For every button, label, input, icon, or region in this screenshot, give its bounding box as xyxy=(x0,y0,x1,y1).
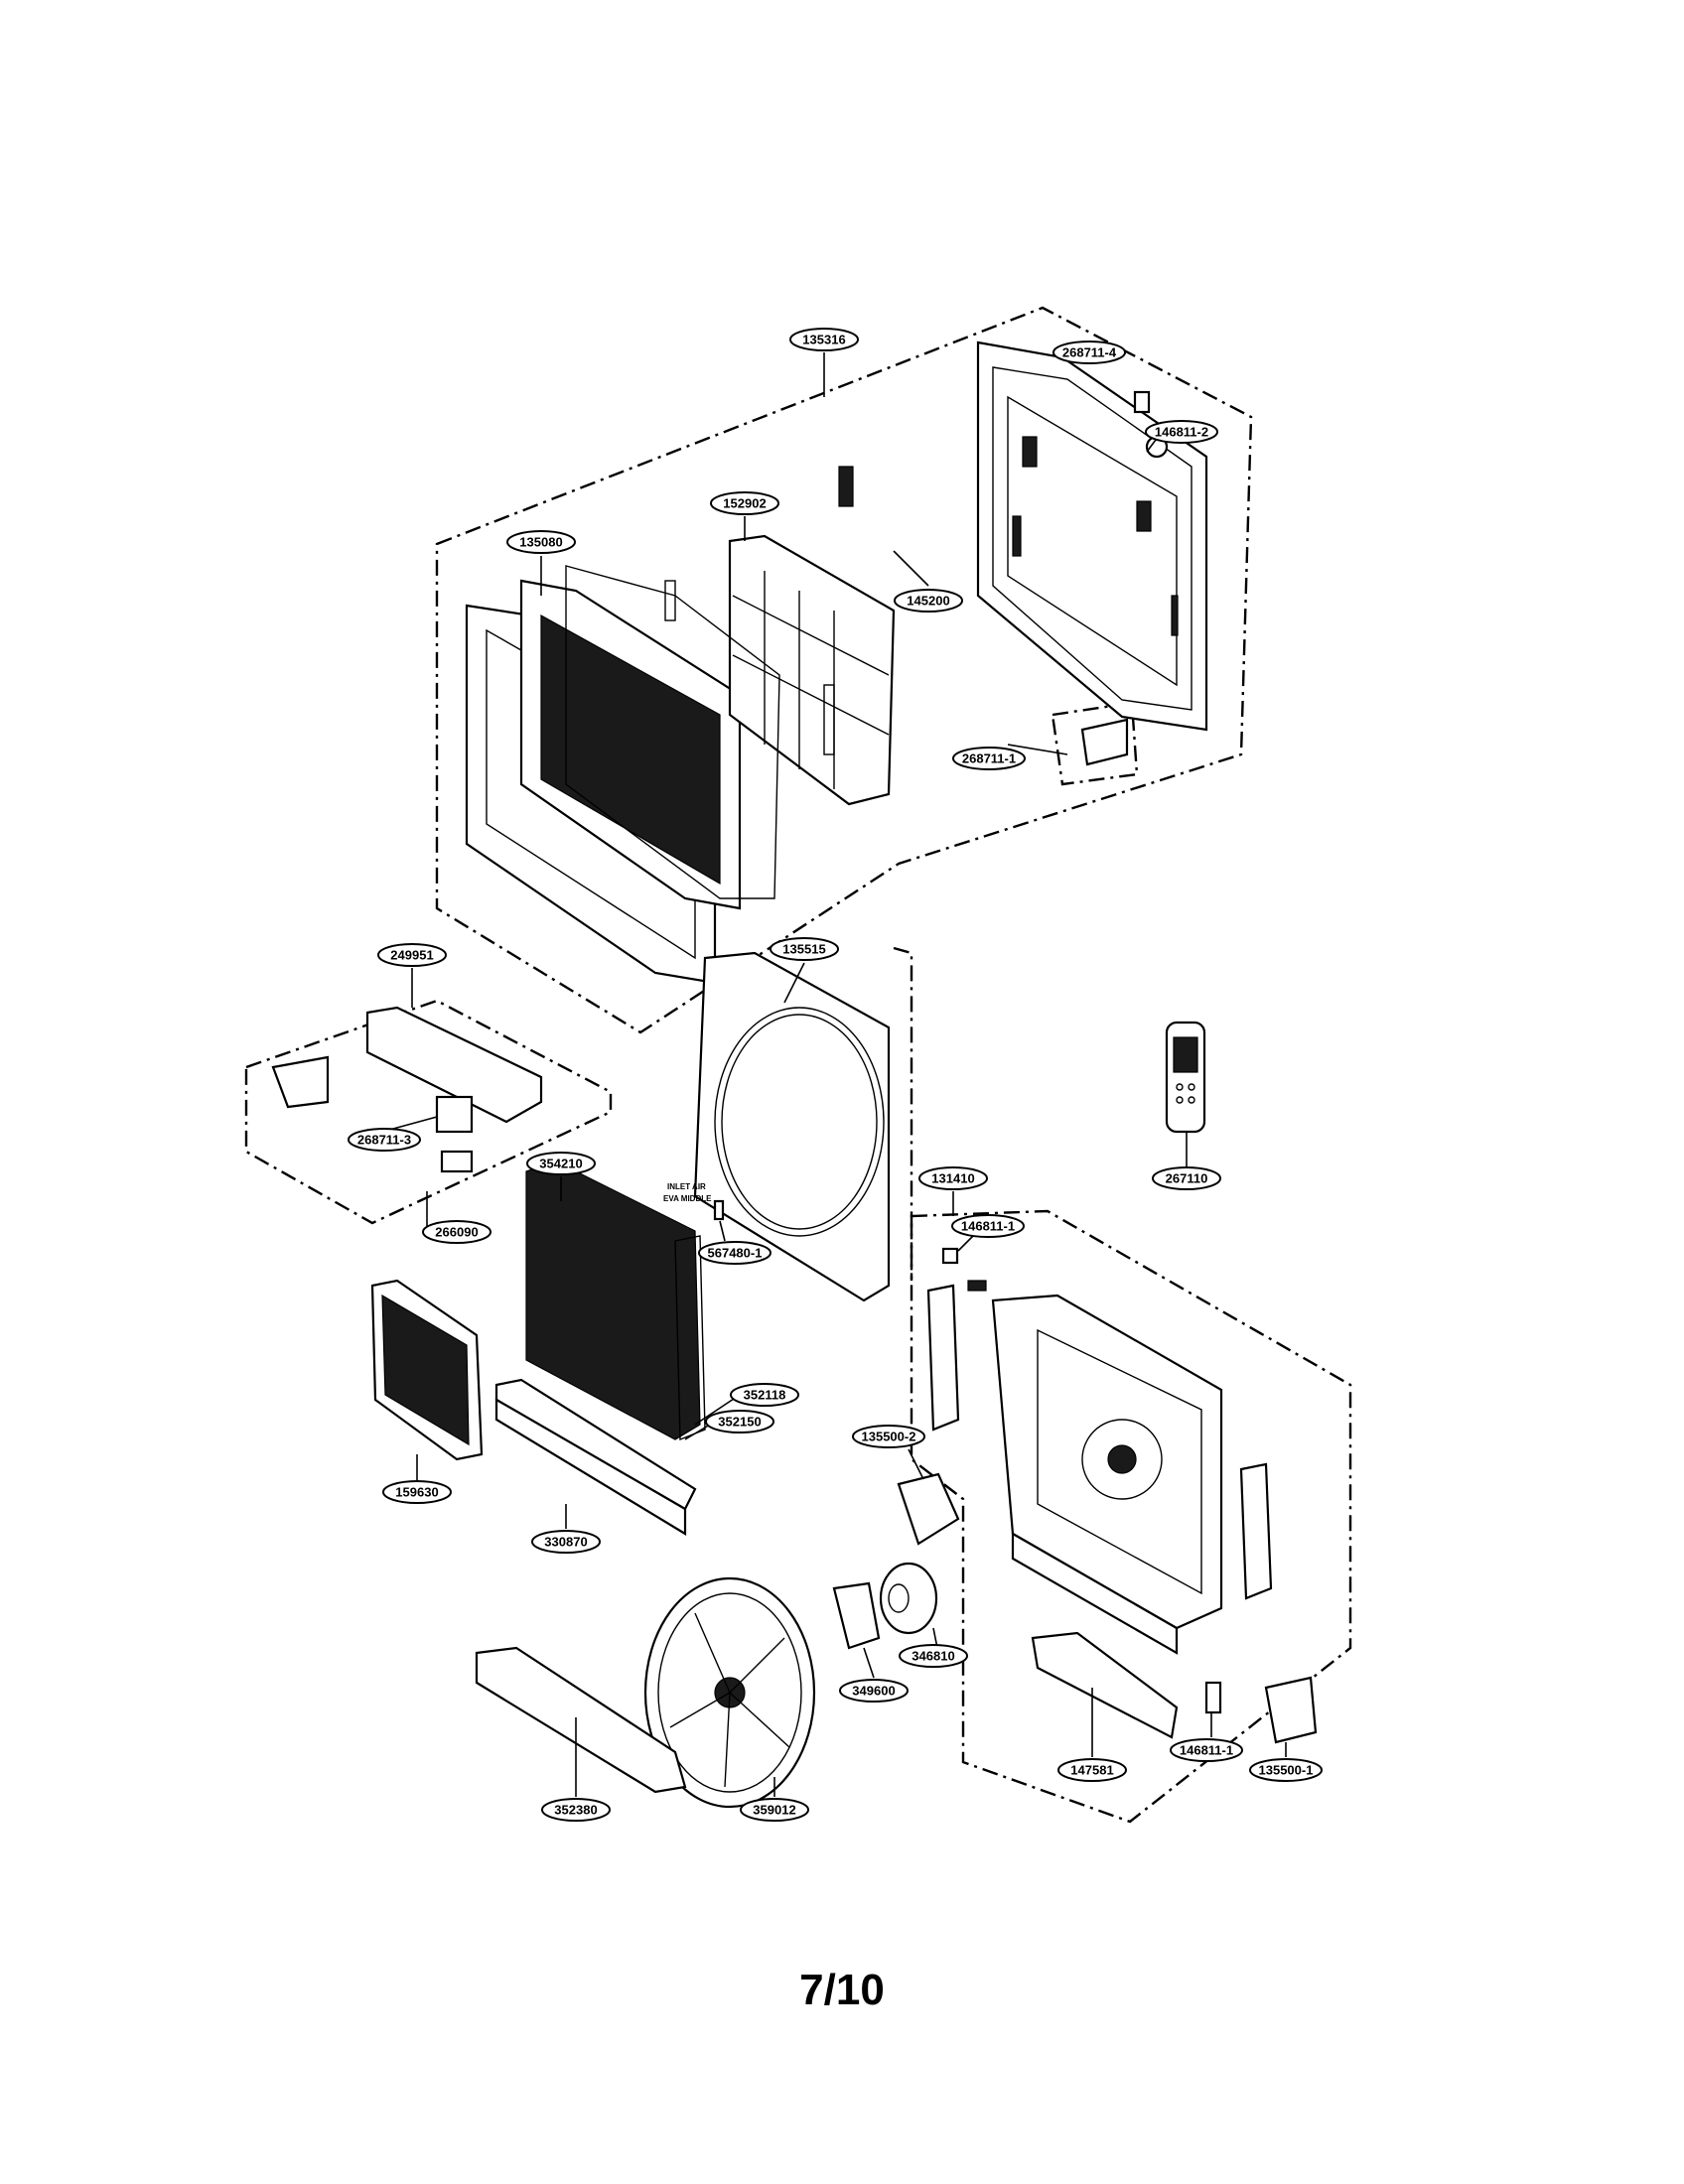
callout-135500-2: 135500-2 xyxy=(852,1425,925,1448)
front-panel-group-outline xyxy=(435,306,1253,1034)
callout-346810: 346810 xyxy=(899,1644,968,1668)
callout-152902: 152902 xyxy=(710,491,779,515)
svg-text:567480-1: 567480-1 xyxy=(708,1246,763,1261)
svg-text:152902: 152902 xyxy=(723,496,766,511)
callout-249951: 249951 xyxy=(377,943,447,967)
inlet-air-note: INLET AIR EVA MIDDLE xyxy=(663,1182,712,1203)
callout-135500-1: 135500-1 xyxy=(1249,1758,1323,1782)
valve-group-outline xyxy=(1051,701,1139,786)
front-grille-panel xyxy=(465,579,742,985)
callout-131410: 131410 xyxy=(918,1166,988,1190)
svg-text:266090: 266090 xyxy=(435,1225,478,1240)
base-pan xyxy=(926,1284,1273,1655)
callout-567480-1: 567480-1 xyxy=(698,1241,772,1265)
svg-text:268711-3: 268711-3 xyxy=(357,1133,411,1148)
svg-text:135316: 135316 xyxy=(802,333,845,347)
callout-267110: 267110 xyxy=(1152,1166,1221,1190)
callout-135316: 135316 xyxy=(789,328,859,351)
svg-text:159630: 159630 xyxy=(395,1485,438,1500)
svg-text:349600: 349600 xyxy=(852,1684,895,1699)
leader-lines xyxy=(381,351,1287,1797)
motor-mount xyxy=(832,1581,881,1650)
inlet-air-text: INLET AIR xyxy=(667,1182,706,1191)
svg-text:352118: 352118 xyxy=(744,1388,786,1403)
callout-349600: 349600 xyxy=(839,1679,909,1703)
callout-352380: 352380 xyxy=(541,1798,611,1822)
svg-text:330870: 330870 xyxy=(544,1535,587,1550)
callout-146811-2: 146811-2 xyxy=(1145,420,1218,444)
callout-146811-1-lower: 146811-1 xyxy=(1170,1738,1243,1762)
drain-pan xyxy=(494,1378,697,1536)
inlet-frame xyxy=(565,565,835,899)
shroud-group-outline xyxy=(893,946,913,1281)
svg-text:146811-1: 146811-1 xyxy=(1180,1743,1233,1758)
page-number: 7/10 xyxy=(799,1966,885,2014)
group-outlines xyxy=(244,306,1352,1824)
svg-text:268711-4: 268711-4 xyxy=(1062,345,1117,360)
svg-text:145200: 145200 xyxy=(907,594,949,609)
svg-text:135080: 135080 xyxy=(519,535,562,550)
fan-blade xyxy=(643,1576,816,1809)
callout-145200: 145200 xyxy=(894,589,963,613)
air-filter xyxy=(728,534,896,806)
callout-labels: 135316 268711-4 146811-2 152902 135080 1… xyxy=(348,328,1323,1822)
base-bracket xyxy=(475,1646,687,1794)
svg-text:135500-1: 135500-1 xyxy=(1259,1763,1314,1778)
callout-268711-4: 268711-4 xyxy=(1052,341,1126,364)
control-box xyxy=(271,1006,543,1173)
svg-text:131410: 131410 xyxy=(931,1171,974,1186)
callout-135080: 135080 xyxy=(506,530,576,554)
svg-text:147581: 147581 xyxy=(1070,1763,1113,1778)
svg-text:354210: 354210 xyxy=(539,1157,582,1171)
callout-268711-1: 268711-1 xyxy=(952,747,1026,770)
remote-control xyxy=(1165,1021,1206,1134)
small-parts xyxy=(713,390,1318,1744)
side-grille xyxy=(370,1279,484,1461)
svg-text:268711-1: 268711-1 xyxy=(962,751,1016,766)
svg-text:135500-2: 135500-2 xyxy=(862,1430,916,1444)
callout-146811-1-upper: 146811-1 xyxy=(951,1214,1025,1238)
base-pan-group-outline xyxy=(910,1209,1352,1824)
callout-352150: 352150 xyxy=(705,1410,774,1433)
fan-motor xyxy=(879,1562,938,1635)
svg-text:135515: 135515 xyxy=(782,942,825,957)
callout-330870: 330870 xyxy=(531,1530,601,1554)
front-cabinet-frame xyxy=(976,341,1208,732)
callout-135515: 135515 xyxy=(770,937,839,961)
callout-354210: 354210 xyxy=(526,1152,596,1175)
callout-147581: 147581 xyxy=(1057,1758,1127,1782)
svg-text:146811-2: 146811-2 xyxy=(1155,425,1208,440)
svg-text:352380: 352380 xyxy=(554,1803,597,1818)
callout-159630: 159630 xyxy=(382,1480,452,1504)
eva-middle-text: EVA MIDDLE xyxy=(663,1194,712,1203)
evaporator-coil xyxy=(525,1160,706,1441)
svg-text:359012: 359012 xyxy=(753,1803,795,1818)
callout-359012: 359012 xyxy=(740,1798,809,1822)
svg-text:249951: 249951 xyxy=(390,948,433,963)
callout-352118: 352118 xyxy=(730,1383,799,1407)
shroud xyxy=(693,951,891,1302)
svg-text:352150: 352150 xyxy=(718,1415,761,1430)
svg-text:146811-1: 146811-1 xyxy=(961,1219,1015,1234)
svg-text:346810: 346810 xyxy=(912,1649,954,1664)
svg-text:267110: 267110 xyxy=(1166,1171,1208,1186)
callout-268711-3: 268711-3 xyxy=(348,1128,421,1152)
callout-266090: 266090 xyxy=(422,1220,491,1244)
